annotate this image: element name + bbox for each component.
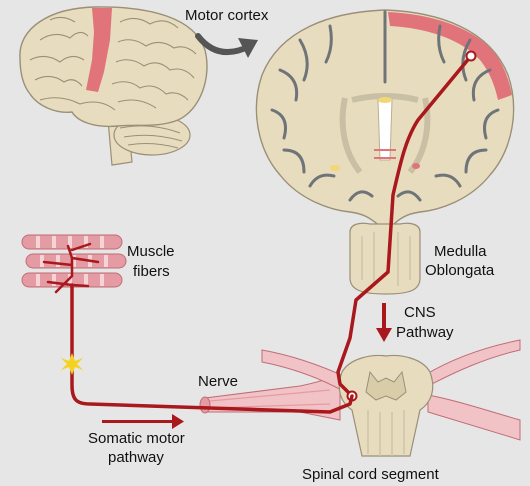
pons-stripes <box>374 149 396 159</box>
nerve-stump <box>199 396 211 414</box>
nerve-label: Nerve <box>198 373 239 390</box>
motor-cortex-highlight <box>86 8 112 92</box>
brain-sulci <box>29 16 197 111</box>
pineal-yellow <box>378 97 392 103</box>
arrow-right-icon <box>102 414 184 429</box>
brain-illustration <box>19 6 208 166</box>
muscle-fibers <box>21 234 127 288</box>
motor-cortex-label: Motor cortex <box>185 7 269 24</box>
axon-branches <box>42 242 100 294</box>
muscle-fibers-label-line2: fibers <box>133 263 170 280</box>
upper-motor-neuron-soma <box>465 50 477 62</box>
medulla-label-line2: Oblongata <box>425 262 495 279</box>
muscle-fibers-label-line1: Muscle <box>127 243 175 260</box>
cns-pathway-label-line2: Pathway <box>396 324 454 341</box>
somatic-motor-label-line1: Somatic motor <box>88 430 185 447</box>
left-upper-roots <box>261 349 349 393</box>
cortex-motor-band <box>388 12 512 100</box>
medulla-oblongata <box>349 222 421 295</box>
cns-pathway-line <box>336 54 473 398</box>
nucleus-right <box>412 163 420 169</box>
nucleus-left <box>330 165 340 171</box>
medulla-label-line1: Medulla <box>434 243 487 260</box>
spinal-cord-segment <box>338 354 434 457</box>
arrow-down-icon <box>376 303 392 342</box>
spark-icon <box>61 353 83 375</box>
right-nerve-roots <box>424 339 521 441</box>
grey-matter <box>365 370 407 401</box>
curved-arrow-head <box>238 38 258 58</box>
spinal-cord-segment-label: Spinal cord segment <box>302 466 439 483</box>
somatic-motor-label-line2: pathway <box>108 449 164 466</box>
somatic-pathway-line <box>70 283 354 414</box>
cns-pathway-label-line1: CNS <box>404 304 436 321</box>
coronal-fissures <box>270 10 500 202</box>
coronal-section <box>255 9 515 227</box>
